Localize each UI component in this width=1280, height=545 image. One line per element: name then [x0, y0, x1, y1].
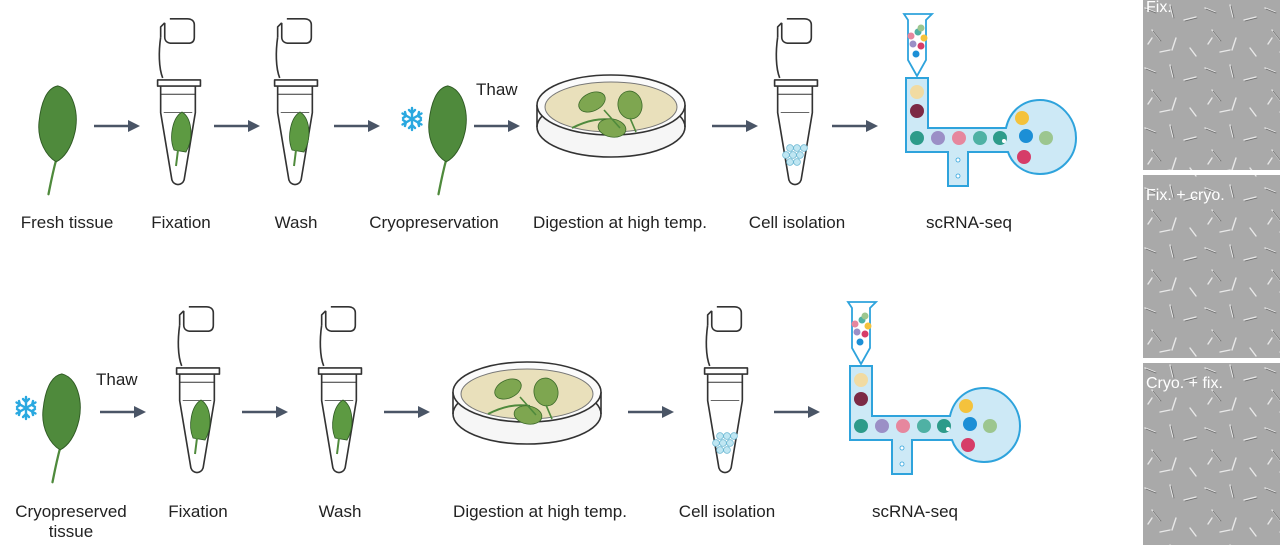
arrow-icon	[710, 118, 760, 134]
step-label: Fixation	[168, 502, 228, 521]
arrow-icon	[472, 118, 522, 134]
microfluidic-chip-icon	[846, 301, 1022, 475]
arrow-icon	[212, 118, 262, 134]
arrow-icon	[98, 404, 148, 420]
step-label: Cell isolation	[679, 502, 775, 521]
micrograph-label: Cryo. + fix.	[1146, 375, 1223, 392]
thaw-label: Thaw	[96, 370, 138, 389]
tube-icon	[317, 305, 363, 474]
tube-icon	[175, 305, 221, 474]
step-label: tissue	[49, 522, 93, 541]
micrograph-cryo-fix: Cryo. + fix.	[1143, 363, 1280, 545]
step-label: Cell isolation	[749, 213, 845, 232]
micrograph-label: Fix. + cryo.	[1146, 187, 1225, 204]
micrograph-panels: Fix. Fix. + cryo. Cryo. + fix.	[1143, 0, 1280, 545]
tube-icon	[703, 305, 749, 474]
tube-icon	[273, 17, 319, 186]
step-label: Digestion at high temp.	[453, 502, 627, 521]
step-label: scRNA-seq	[926, 213, 1012, 232]
step-label: scRNA-seq	[872, 502, 958, 521]
leaf-icon	[41, 372, 82, 484]
tube-icon	[156, 17, 202, 186]
leaf-icon	[37, 84, 78, 196]
micrograph-fix: Fix.	[1143, 0, 1280, 170]
step-label: Cryopreserved	[15, 502, 127, 521]
snowflake-icon	[15, 395, 37, 421]
step-label: Wash	[275, 213, 318, 232]
arrow-icon	[92, 118, 142, 134]
micrograph-fix-cryo: Fix. + cryo.	[1143, 175, 1280, 358]
row1: Thaw	[21, 13, 1078, 232]
tube-icon	[773, 17, 819, 186]
petri-dish-icon	[452, 361, 602, 445]
step-label: Digestion at high temp.	[533, 213, 707, 232]
arrow-icon	[382, 404, 432, 420]
arrow-icon	[772, 404, 822, 420]
arrow-icon	[332, 118, 382, 134]
leaf-icon	[427, 84, 468, 196]
thaw-label: Thaw	[476, 80, 518, 99]
arrow-icon	[240, 404, 290, 420]
snowflake-icon	[401, 106, 423, 132]
micrograph-label: Fix.	[1146, 0, 1172, 16]
step-label: Fresh tissue	[21, 213, 114, 232]
row2: Thaw	[15, 301, 1022, 541]
arrow-icon	[626, 404, 676, 420]
step-label: Cryopreservation	[369, 213, 498, 232]
arrow-icon	[830, 118, 880, 134]
step-label: Wash	[319, 502, 362, 521]
step-label: Fixation	[151, 213, 211, 232]
petri-dish-icon	[536, 74, 686, 158]
microfluidic-chip-icon	[902, 13, 1078, 187]
